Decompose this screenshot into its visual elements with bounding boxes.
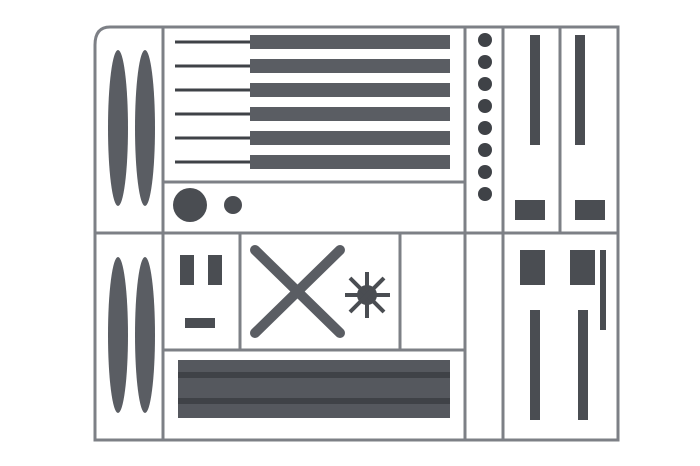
wheel (478, 121, 492, 135)
rotor-blade (250, 59, 450, 73)
rotor-blade (250, 83, 450, 97)
small-part (185, 318, 215, 328)
antenna-part (600, 250, 606, 330)
rotor-blade (250, 155, 450, 169)
wheel (478, 165, 492, 179)
small-part (208, 255, 222, 285)
strut-part (530, 310, 540, 420)
round-part (173, 188, 207, 222)
misc-parts (173, 35, 606, 420)
strut-part (575, 35, 585, 145)
outer-runner (93, 25, 620, 442)
left-pods (108, 50, 155, 413)
rotor-blades (175, 35, 450, 169)
pod-part (135, 50, 155, 206)
pod-part (108, 257, 128, 413)
strut-part (530, 35, 540, 145)
wheel (478, 77, 492, 91)
engine-part (570, 250, 595, 285)
wheel (478, 187, 492, 201)
rotor-blade (250, 131, 450, 145)
fuselage-floor (178, 360, 450, 418)
small-part (180, 255, 194, 285)
intake-part (515, 200, 605, 220)
pod-part (108, 50, 128, 206)
hub-part (224, 196, 242, 214)
wheel (478, 143, 492, 157)
engine-part (520, 250, 545, 285)
sprue-frame (93, 25, 620, 442)
tail-rotor-x (250, 245, 345, 338)
rotor-blade (250, 35, 450, 49)
strut-part (578, 310, 588, 420)
wheel (478, 99, 492, 113)
wheel (478, 33, 492, 47)
wheel (478, 55, 492, 69)
pod-part (135, 257, 155, 413)
wheels (478, 33, 492, 201)
rotor-blade (250, 107, 450, 121)
